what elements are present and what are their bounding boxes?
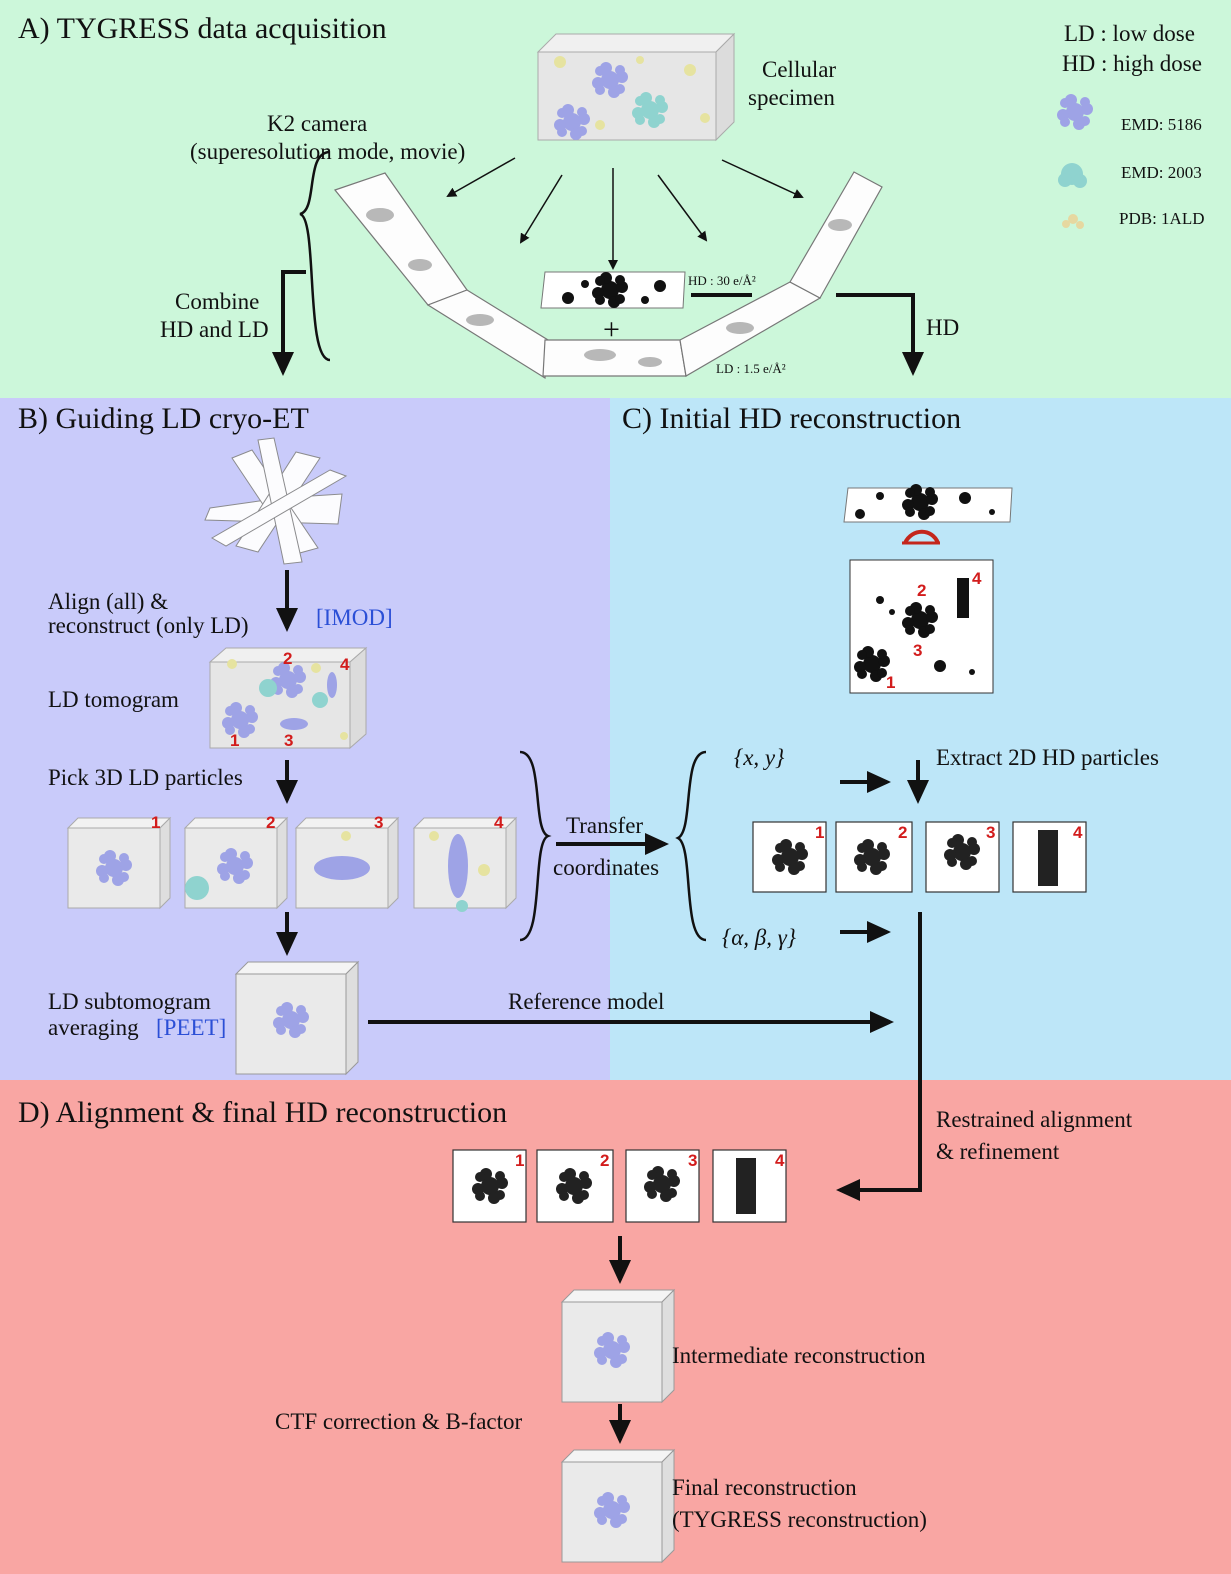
c-num-3: 3	[986, 823, 996, 842]
specimen-label-1: Cellular	[762, 57, 837, 82]
panel-d-title: D) Alignment & final HD reconstruction	[18, 1096, 508, 1129]
c-num-4: 4	[1073, 823, 1083, 842]
tomo-num-2: 2	[283, 649, 293, 668]
hd-arrow-label: HD	[926, 315, 960, 340]
cube-num-3: 3	[374, 813, 384, 832]
cube-num-2: 2	[266, 813, 276, 832]
cube-num-1: 1	[151, 813, 161, 832]
c-num-1: 1	[815, 823, 825, 842]
reference-model-label: Reference model	[508, 989, 665, 1014]
c-num-2: 2	[898, 823, 908, 842]
combine-label-1: Combine	[175, 289, 260, 314]
panel-a-title: A) TYGRESS data acquisition	[18, 12, 387, 45]
ld-average-cube	[234, 960, 360, 1076]
transfer-label-1: Transfer	[566, 813, 644, 838]
specimen-label-2: specimen	[748, 85, 835, 110]
legend-emd5186: EMD: 5186	[1121, 115, 1202, 134]
final-label-2: (TYGRESS reconstruction)	[672, 1507, 927, 1532]
subtomo-label-2: averaging	[48, 1015, 139, 1040]
peet-label: [PEET]	[156, 1015, 227, 1040]
d-num-3: 3	[688, 1151, 698, 1170]
ld-tomogram-label: LD tomogram	[48, 687, 179, 712]
legend-pdb1ald: PDB: 1ALD	[1119, 209, 1205, 228]
camera-label-1: K2 camera	[267, 111, 368, 136]
cube-num-4: 4	[494, 813, 504, 832]
ld-particle-cubes	[66, 816, 518, 912]
align-label-2: reconstruct (only LD)	[48, 613, 249, 638]
intermediate-label: Intermediate reconstruction	[672, 1343, 926, 1368]
d-num-4: 4	[775, 1151, 785, 1170]
tomo-num-4: 4	[340, 655, 350, 674]
d-num-1: 1	[515, 1151, 525, 1170]
ld-tomogram-box	[208, 646, 368, 750]
legend-ld: LD : low dose	[1064, 21, 1195, 46]
restrained-label-2: & refinement	[936, 1139, 1060, 1164]
camera-label-2: (superesolution mode, movie)	[190, 139, 466, 164]
transfer-label-2: coordinates	[553, 855, 660, 880]
hd-num-3: 3	[913, 641, 923, 660]
legend-hd: HD : high dose	[1062, 51, 1202, 76]
cellular-specimen-box	[536, 32, 736, 142]
hd-dose-label: HD : 30 e/Å²	[688, 273, 756, 288]
intermediate-cube	[560, 1288, 676, 1404]
pdb1ald-icon	[1062, 214, 1084, 229]
emd2003-icon	[1058, 163, 1087, 188]
tilt-fan	[204, 437, 348, 565]
panel-b-title: B) Guiding LD cryo-ET	[18, 402, 309, 435]
hd-num-4: 4	[972, 569, 982, 588]
d-num-2: 2	[600, 1151, 610, 1170]
hd-num-2: 2	[917, 581, 927, 600]
imod-label: [IMOD]	[316, 605, 393, 630]
xy-label: {x, y}	[734, 745, 785, 770]
combine-label-2: HD and LD	[160, 317, 269, 342]
subtomo-label-1: LD subtomogram	[48, 989, 211, 1014]
hd-num-1: 1	[886, 673, 896, 692]
align-label-1: Align (all) &	[48, 589, 169, 614]
emd5186-icon	[1057, 94, 1093, 130]
legend-emd2003: EMD: 2003	[1121, 163, 1202, 182]
tomo-num-3: 3	[284, 731, 294, 750]
extract-label: Extract 2D HD particles	[936, 745, 1159, 770]
rotate-icon	[903, 529, 940, 545]
final-cube	[560, 1448, 676, 1564]
ctf-label: CTF correction & B-factor	[275, 1409, 523, 1434]
pick-label: Pick 3D LD particles	[48, 765, 243, 790]
plus-sign: +	[603, 313, 620, 346]
restrained-label-1: Restrained alignment	[936, 1107, 1133, 1132]
panel-c-title: C) Initial HD reconstruction	[622, 402, 962, 435]
angles-label: {α, β, γ}	[722, 925, 796, 950]
tomo-num-1: 1	[230, 731, 240, 750]
ld-dose-label: LD : 1.5 e/Å²	[716, 361, 786, 376]
final-label-1: Final reconstruction	[672, 1475, 857, 1500]
